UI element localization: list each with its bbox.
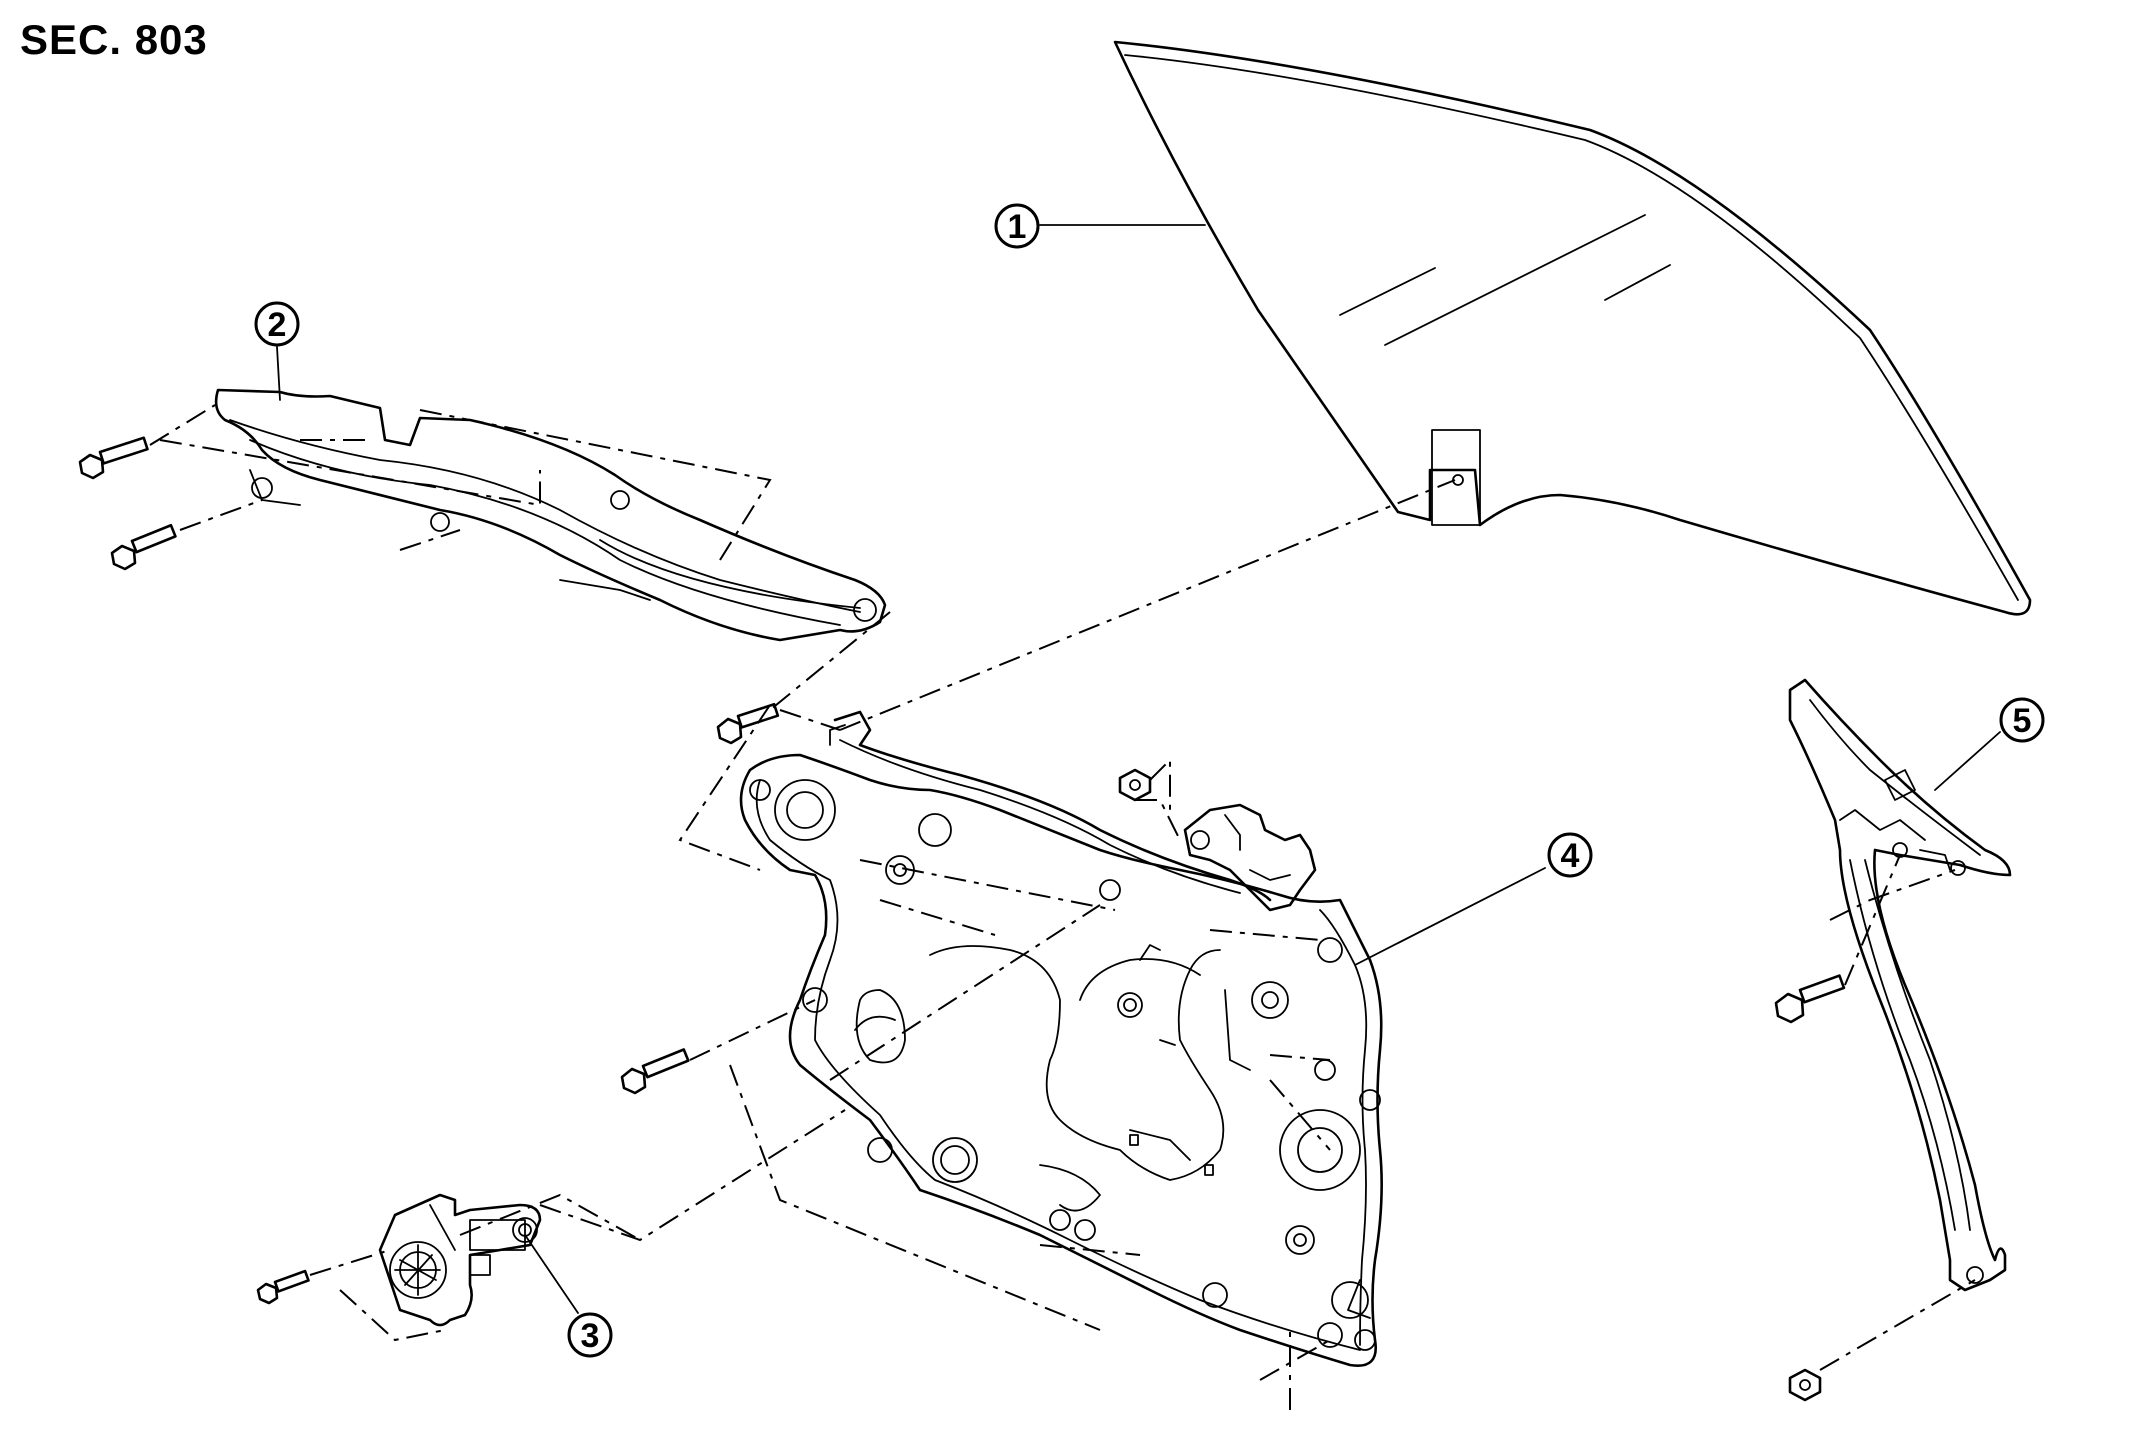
callout-1-label: 1 [1008,208,1027,246]
window-regulator-motor [378,1193,542,1327]
sash-nut [1788,1368,1822,1402]
section-code-title: SEC. 803 [20,16,208,63]
regulator-rail [829,710,1272,902]
callout-2: 2 [254,301,300,401]
sash-bolt [1774,974,1846,1024]
callout-4-label: 4 [1561,837,1580,875]
callout-2-label: 2 [268,306,287,344]
regulator-latch-bracket [1183,803,1317,912]
door-module-panel [739,753,1383,1368]
panel-bolt-upper [716,702,780,745]
callout-3-label: 3 [581,1317,600,1355]
callout-1: 1 [994,203,1206,249]
bracket-nut [1118,768,1152,802]
callout-3: 3 [524,1234,613,1358]
callout-5: 5 [1934,697,2045,791]
rear-sash-channel [1788,678,2012,1292]
callout-4: 4 [1354,832,1593,966]
callout-5-label: 5 [2013,702,2032,740]
rail-bolt-lower [110,523,177,571]
panel-bolt-left [620,1048,690,1095]
door-glass [1113,40,2032,616]
rail-bolt-upper [78,436,149,480]
upper-rail-bracket [214,388,887,642]
motor-screw [256,1269,310,1305]
